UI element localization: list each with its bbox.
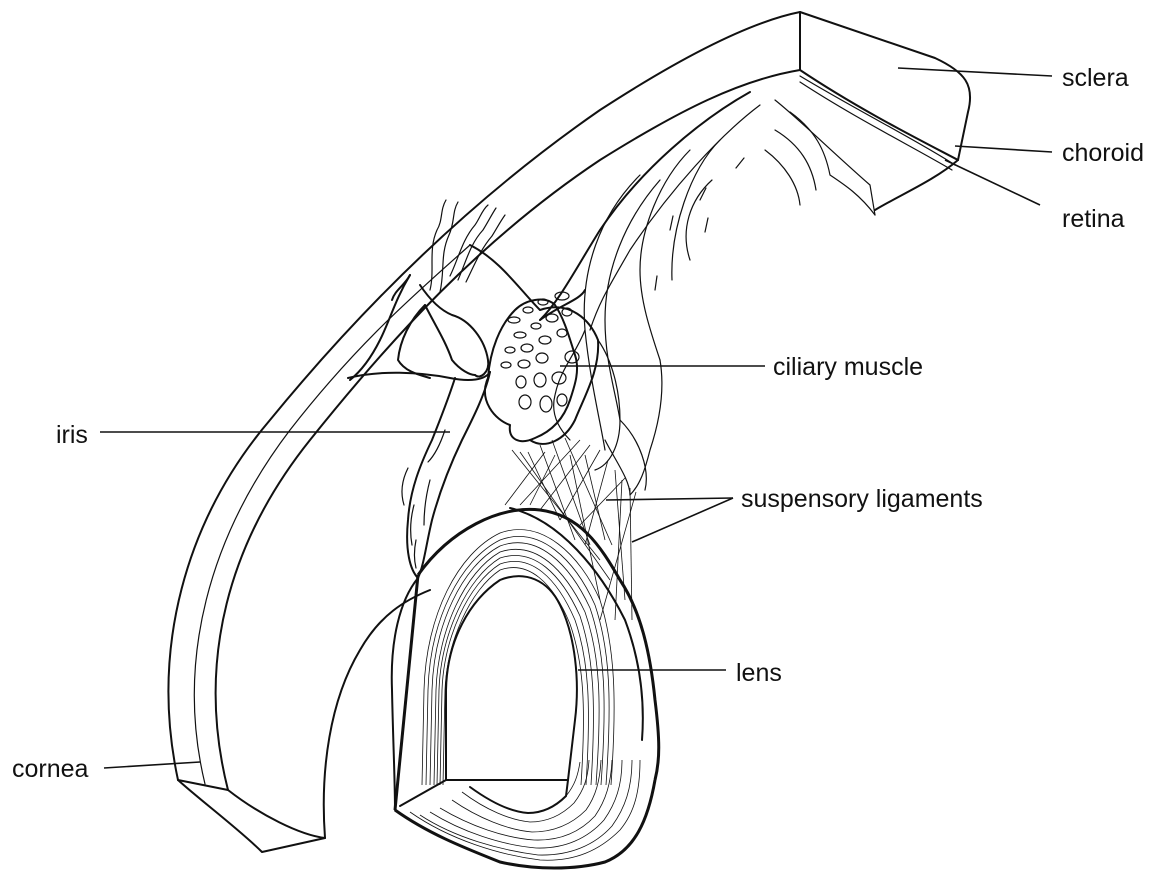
leader-retina [945,160,1040,205]
lens-growth-layers-lower [410,760,640,860]
leader-suspensory-2 [632,498,733,542]
scleral-veins [350,200,505,380]
leader-sclera [898,68,1052,76]
leader-choroid [955,146,1052,152]
label-lens: lens [736,659,782,687]
choroid-layer [540,76,955,320]
label-sclera: sclera [1062,64,1129,92]
label-iris: iris [56,421,88,449]
labels: sclera choroid retina ciliary muscle iri… [12,64,1144,783]
leader-suspensory-1 [606,498,733,500]
label-ciliary-muscle: ciliary muscle [773,353,923,381]
leader-cornea [104,762,200,768]
iris [348,372,490,578]
lens [392,508,659,868]
retina-layer [584,100,875,450]
label-choroid: choroid [1062,139,1144,167]
label-cornea: cornea [12,755,89,783]
label-retina: retina [1062,205,1125,233]
suspensory-ligament-fibres [505,438,636,620]
ciliary-body [470,245,662,495]
label-suspensory-ligaments: suspensory ligaments [741,485,983,513]
